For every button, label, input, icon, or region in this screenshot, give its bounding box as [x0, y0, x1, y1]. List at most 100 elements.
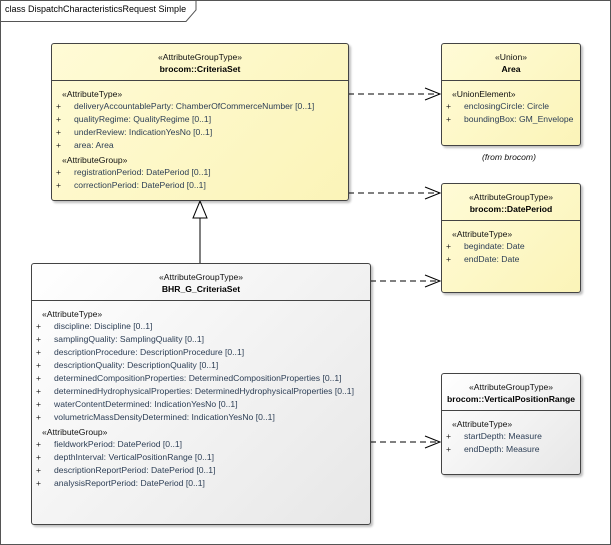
visibility-public-icon: +	[36, 386, 42, 396]
class-attributes: «AttributeType»+discipline: Discipline […	[32, 301, 370, 490]
class-attributes: «AttributeType»+begindate: Date+ endDate:…	[442, 221, 580, 266]
attribute-text: area: Area	[74, 140, 114, 150]
visibility-public-icon: +	[36, 452, 42, 462]
attribute-text: enclosingCircle: Circle	[464, 101, 550, 111]
attribute-row: + qualityRegime: QualityRegime [0..1]	[52, 113, 348, 126]
visibility-public-icon: +	[36, 360, 42, 370]
attribute-row: + discipline: Discipline [0..1]	[32, 320, 370, 333]
attribute-text: startDepth: Measure	[464, 431, 542, 441]
attribute-text: descriptionProcedure: DescriptionProcedu…	[54, 347, 245, 357]
attribute-text: fieldworkPeriod: DatePeriod [0..1]	[54, 439, 183, 449]
visibility-public-icon: +	[36, 347, 42, 357]
class-stereotype: «AttributeGroupType»	[157, 52, 243, 62]
class-name: brocom::DatePeriod	[469, 204, 553, 214]
attribute-text: discipline: Discipline [0..1]	[54, 321, 153, 331]
attribute-row: +begindate: Date	[442, 240, 580, 253]
attribute-row: + enclosingCircle: Circle	[442, 100, 580, 113]
attribute-row: + descriptionProcedure: DescriptionProced…	[32, 346, 370, 359]
class-name: brocom::CriteriaSet	[159, 64, 241, 74]
attribute-row: +boundingBox: GM_Envelope	[442, 113, 580, 126]
attribute-text: descriptionQuality: DescriptionQuality […	[54, 360, 219, 370]
section-stereotype: «AttributeType»	[452, 229, 513, 239]
class-area[interactable]: «Union»Area«UnionElement»+enclosingCircl…	[441, 43, 581, 146]
attribute-row: + startDepth: Measure	[442, 430, 580, 443]
class-header: «AttributeGroupType»brocom::VerticalPosi…	[442, 374, 580, 411]
visibility-public-icon: +	[36, 478, 42, 488]
class-name: Area	[501, 64, 521, 74]
attribute-row: +correctionPeriod: DatePeriod [0..1]	[52, 179, 348, 192]
visibility-public-icon: +	[36, 465, 42, 475]
class-stereotype: «AttributeGroupType»	[468, 192, 554, 202]
attribute-text: determinedCompositionProperties: Determi…	[54, 373, 342, 383]
class-verticalpositionrange[interactable]: «AttributeGroupType»brocom::VerticalPosi…	[441, 373, 581, 475]
attribute-row: + waterContentDetermined: IndicationYesNo…	[32, 398, 370, 411]
attribute-text: underReview: IndicationYesNo [0..1]	[74, 127, 213, 137]
visibility-public-icon: +	[446, 114, 452, 124]
attribute-row: + endDepth: Measure	[442, 443, 580, 456]
class-stereotype: «AttributeGroupType»	[158, 272, 244, 282]
class-attributes: «AttributeType»+deliveryAccountableParty…	[52, 81, 348, 192]
class-name: brocom::VerticalPositionRange	[447, 394, 575, 404]
visibility-public-icon: +	[36, 321, 42, 331]
dependency-criteriaset-area[interactable]	[348, 87, 442, 101]
attribute-text: endDepth: Measure	[464, 444, 540, 454]
attribute-text: waterContentDetermined: IndicationYesNo …	[54, 399, 238, 409]
class-bhr-criteriaset[interactable]: «AttributeGroupType»BHR_G_CriteriaSet«At…	[31, 263, 371, 525]
attribute-text: volumetricMassDensityDetermined: Indicat…	[54, 412, 275, 422]
dependency-criteriaset-dateperiod[interactable]	[348, 186, 442, 200]
section-stereotype: «UnionElement»	[452, 89, 516, 99]
section-stereotype: «AttributeType»	[452, 419, 513, 429]
section-stereotype: «AttributeGroup»	[42, 427, 108, 437]
visibility-public-icon: +	[446, 254, 452, 264]
visibility-public-icon: +	[56, 140, 62, 150]
attribute-row: + descriptionQuality: DescriptionQuality …	[32, 359, 370, 372]
attribute-text: qualityRegime: QualityRegime [0..1]	[74, 114, 212, 124]
attribute-text: determinedHydrophysicalProperties: Deter…	[54, 386, 354, 396]
attribute-text: endDate: Date	[464, 254, 520, 264]
attribute-row: +volumetricMassDensityDetermined: Indica…	[32, 411, 370, 424]
dependency-bhr-verticalpositionrange[interactable]	[370, 435, 442, 449]
attribute-row: +deliveryAccountableParty: ChamberOfComm…	[52, 100, 348, 113]
attribute-text: samplingQuality: SamplingQuality [0..1]	[54, 334, 204, 344]
visibility-public-icon: +	[446, 431, 452, 441]
class-stereotype: «AttributeGroupType»	[468, 382, 554, 392]
visibility-public-icon: +	[56, 167, 62, 177]
generalization-bhr-criteriaset[interactable]	[192, 199, 208, 263]
visibility-public-icon: +	[56, 180, 62, 190]
attribute-row: + underReview: IndicationYesNo [0..1]	[52, 126, 348, 139]
class-attributes: «AttributeType»+startDepth: Measure+endD…	[442, 411, 580, 456]
area-package-note: (from brocom)	[482, 152, 536, 162]
class-dateperiod[interactable]: «AttributeGroupType»brocom::DatePeriod«A…	[441, 183, 581, 293]
attribute-text: analysisReportPeriod: DatePeriod [0..1]	[54, 478, 205, 488]
visibility-public-icon: +	[36, 399, 42, 409]
class-attributes: «UnionElement»+enclosingCircle: Circle+b…	[442, 81, 580, 126]
visibility-public-icon: +	[56, 101, 62, 111]
visibility-public-icon: +	[36, 373, 42, 383]
attribute-text: descriptionReportPeriod: DatePeriod [0..…	[54, 465, 216, 475]
visibility-public-icon: +	[446, 241, 452, 251]
class-header: «AttributeGroupType»brocom::DatePeriod	[442, 184, 580, 221]
attribute-row: + fieldworkPeriod: DatePeriod [0..1]	[32, 438, 370, 451]
dependency-bhr-dateperiod[interactable]	[370, 274, 442, 288]
attribute-text: registrationPeriod: DatePeriod [0..1]	[74, 167, 211, 177]
visibility-public-icon: +	[446, 101, 452, 111]
class-header: «Union» Area	[442, 44, 580, 81]
attribute-row: + endDate: Date	[442, 253, 580, 266]
attribute-row: + area: Area	[52, 139, 348, 152]
attribute-row: + determinedCompositionProperties: Determ…	[32, 372, 370, 385]
attribute-row: + analysisReportPeriod: DatePeriod [0..1]	[32, 477, 370, 490]
attribute-row: + registrationPeriod: DatePeriod [0..1]	[52, 166, 348, 179]
section-stereotype: «AttributeType»	[42, 309, 103, 319]
class-criteriaset[interactable]: «AttributeGroupType»brocom::CriteriaSet«…	[51, 43, 349, 201]
visibility-public-icon: +	[56, 127, 62, 137]
class-stereotype: «Union»	[494, 52, 527, 62]
diagram-title: class DispatchCharacteristicsRequest Sim…	[5, 4, 187, 14]
attribute-row: + descriptionReportPeriod: DatePeriod [0.…	[32, 464, 370, 477]
attribute-row: +samplingQuality: SamplingQuality [0..1]	[32, 333, 370, 346]
visibility-public-icon: +	[446, 444, 452, 454]
attribute-row: + determinedHydrophysicalProperties: Dete…	[32, 385, 370, 398]
visibility-public-icon: +	[36, 439, 42, 449]
attribute-text: depthInterval: VerticalPositionRange [0.…	[54, 452, 215, 462]
visibility-public-icon: +	[56, 114, 62, 124]
